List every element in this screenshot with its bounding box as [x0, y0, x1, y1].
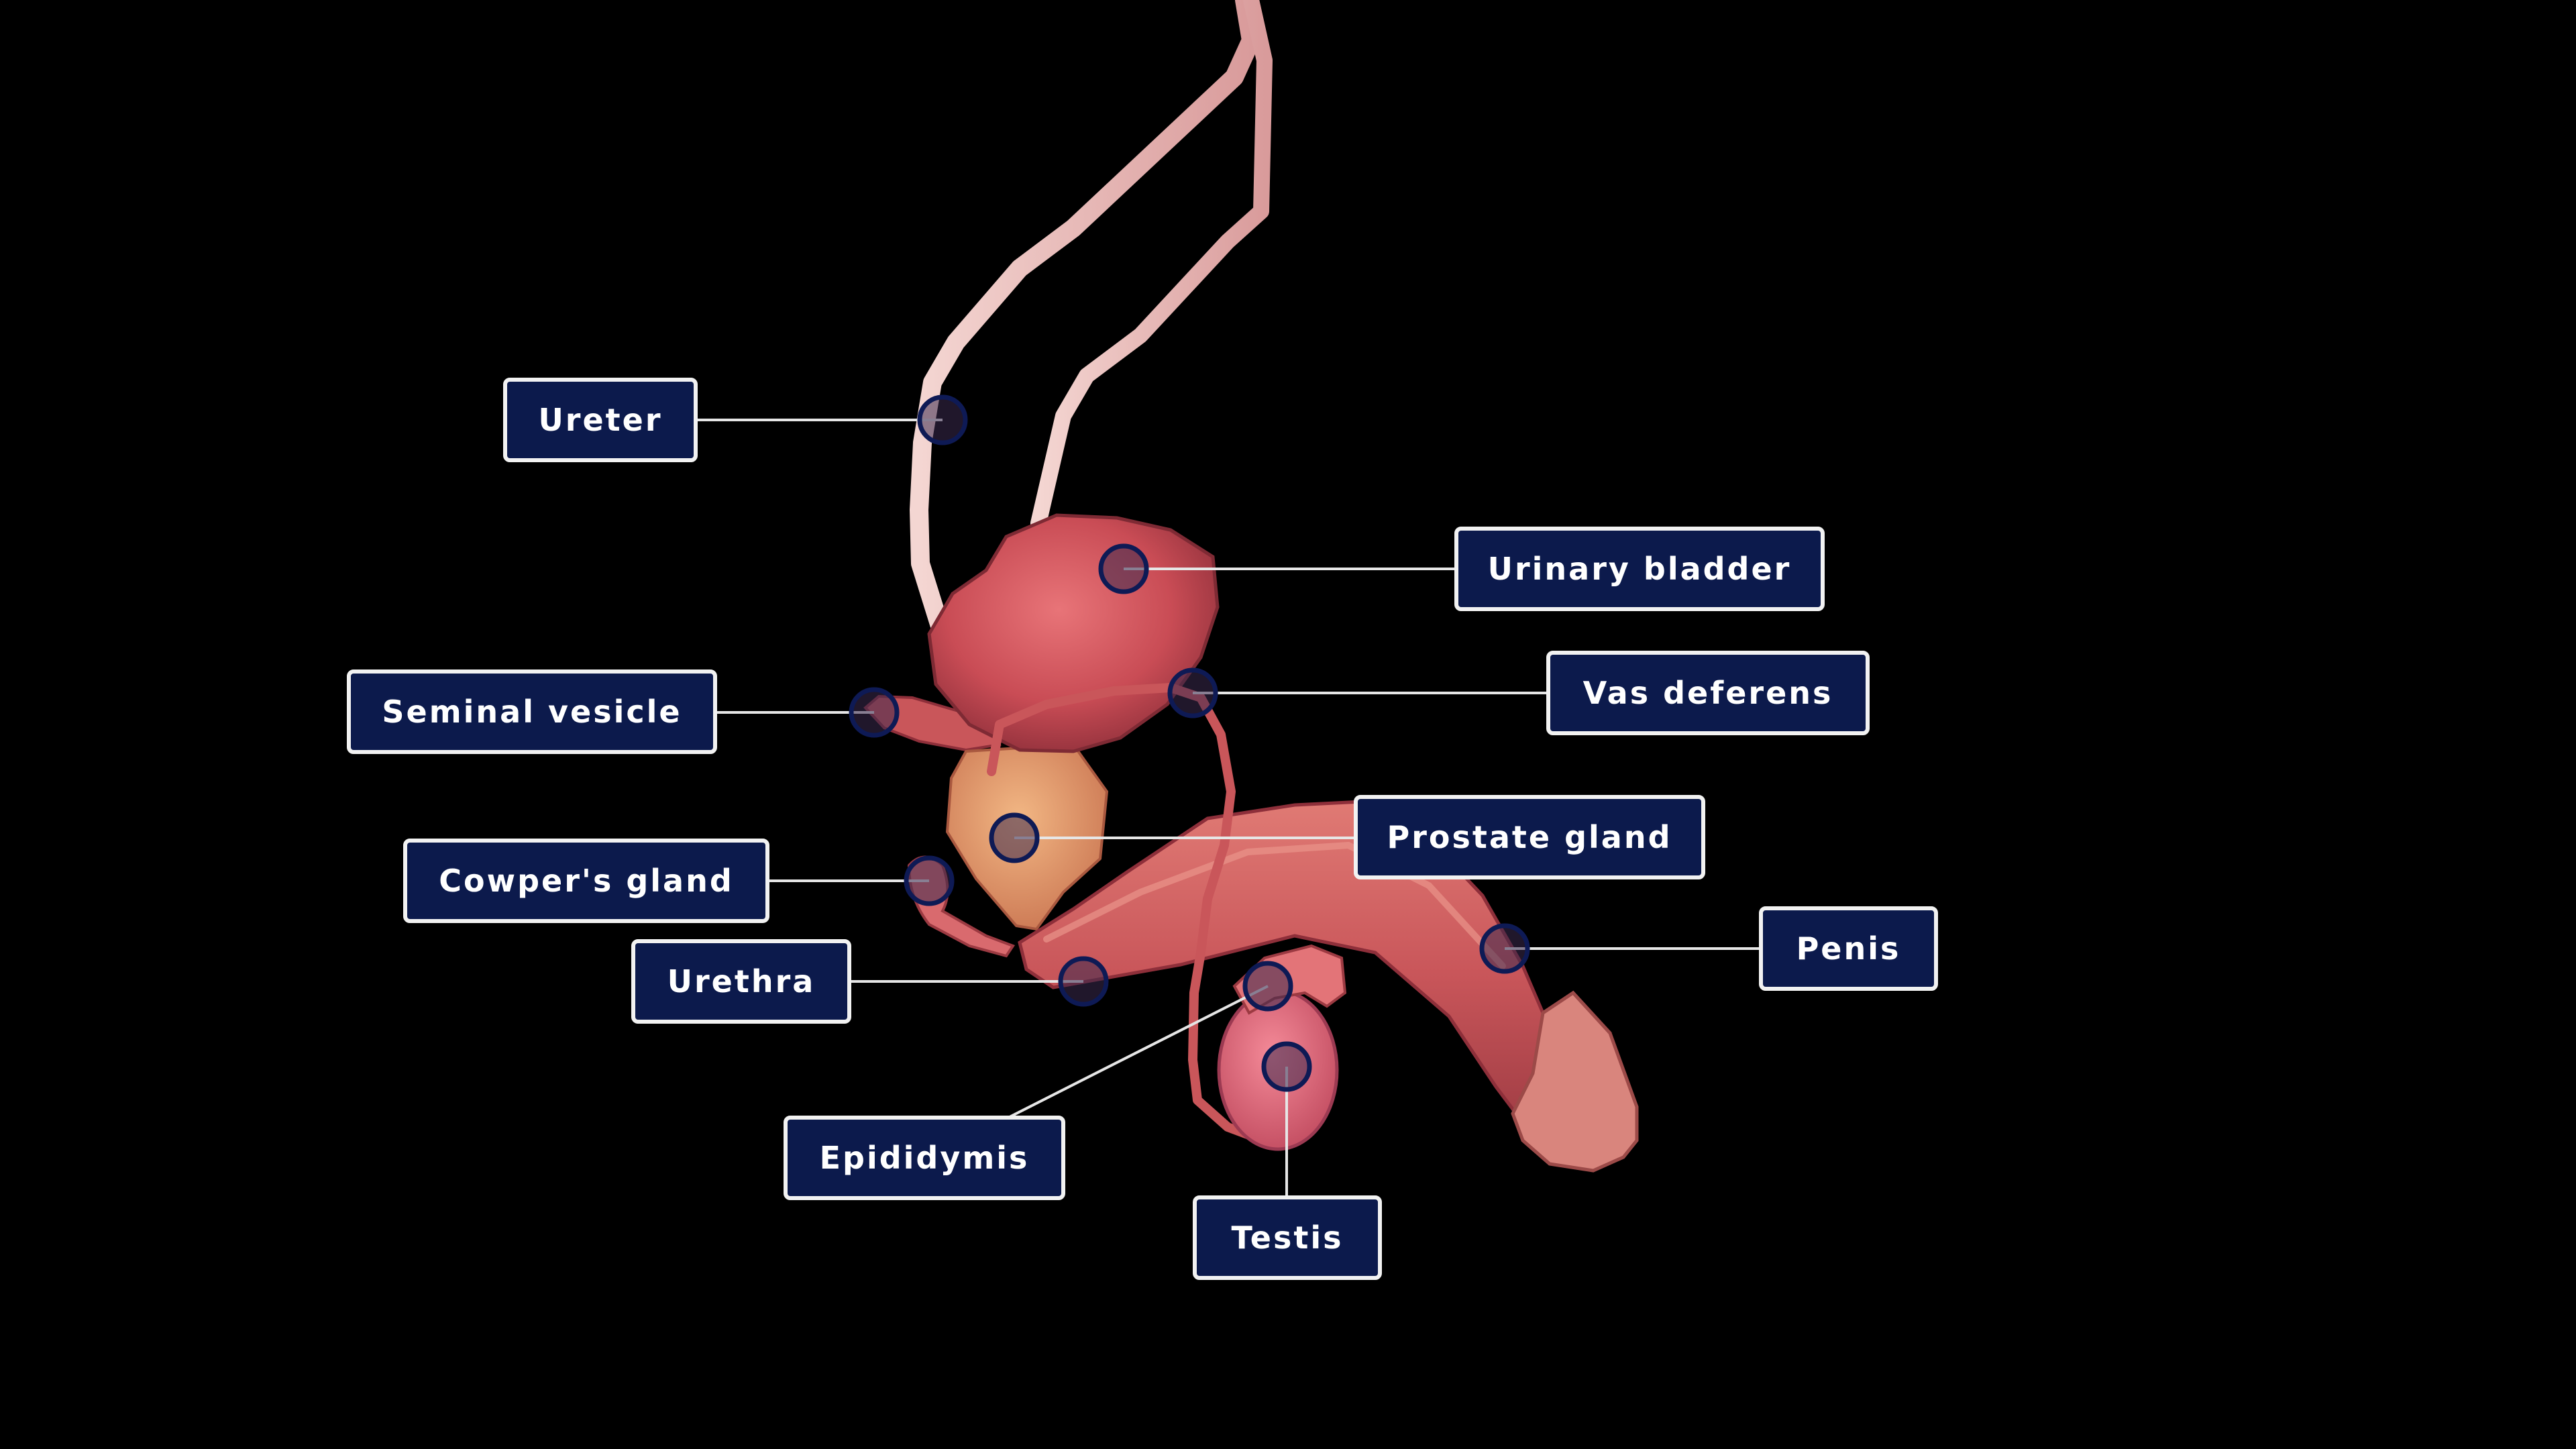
- label-urethra[interactable]: Urethra: [631, 939, 851, 1024]
- label-epididymis[interactable]: Epididymis: [784, 1116, 1065, 1200]
- label-vas-deferens[interactable]: Vas deferens: [1546, 651, 1870, 735]
- marker-epididymis[interactable]: [1242, 961, 1293, 1012]
- marker-vas-deferens[interactable]: [1167, 667, 1218, 718]
- marker-prostate-gland[interactable]: [989, 812, 1040, 863]
- marker-testis[interactable]: [1261, 1041, 1312, 1092]
- marker-urinary-bladder[interactable]: [1098, 543, 1149, 594]
- label-prostate-gland[interactable]: Prostate gland: [1354, 795, 1705, 879]
- markers: [849, 394, 1530, 1092]
- vas-deferens-shape: [987, 683, 1269, 1142]
- label-seminal-vesicle[interactable]: Seminal vesicle: [347, 669, 717, 754]
- marker-urethra[interactable]: [1058, 956, 1109, 1007]
- label-ureter[interactable]: Ureter: [503, 378, 698, 462]
- leader-lines: [694, 419, 1761, 1195]
- marker-penis[interactable]: [1479, 923, 1530, 974]
- label-cowpers-gland[interactable]: Cowper's gland: [403, 839, 769, 923]
- label-penis[interactable]: Penis: [1759, 906, 1938, 991]
- label-testis[interactable]: Testis: [1193, 1195, 1382, 1280]
- right-ureter: [1030, 0, 1273, 531]
- marker-seminal-vesicle[interactable]: [849, 687, 900, 738]
- label-urinary-bladder[interactable]: Urinary bladder: [1454, 527, 1825, 611]
- leader-epididymis: [1009, 985, 1269, 1118]
- urinary-bladder-shape: [927, 513, 1220, 753]
- penis-shape: [1018, 800, 1639, 1173]
- marker-cowpers-gland[interactable]: [904, 855, 955, 906]
- marker-ureter[interactable]: [917, 394, 968, 445]
